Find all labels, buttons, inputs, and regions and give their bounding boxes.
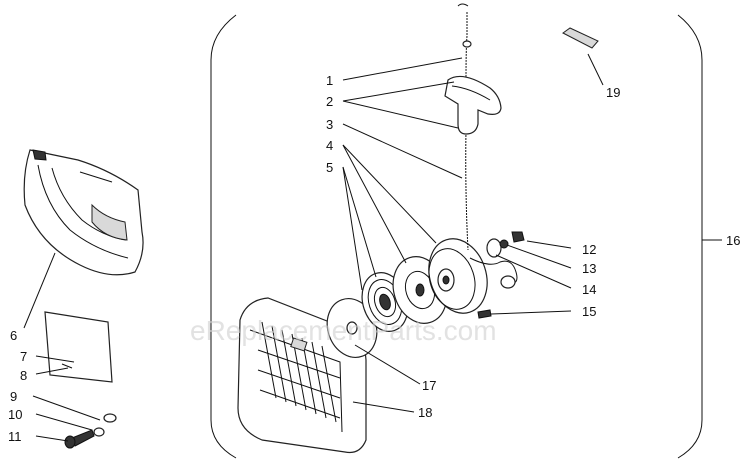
left-assembly-bracket [210,14,237,459]
callout-6: 6 [10,328,17,343]
part-blower-housing [23,149,144,276]
callout-4: 4 [326,138,333,153]
callout-13: 13 [582,261,596,276]
callout-14: 14 [582,282,596,297]
callout-12: 12 [582,242,596,257]
callout-5: 5 [326,160,333,175]
callout-16: 16 [726,233,740,248]
part-washers-and-screw [64,413,117,449]
right-assembly-bracket [677,14,703,459]
callout-18: 18 [418,405,432,420]
callout-11: 11 [8,429,22,444]
part-tag [562,27,599,49]
callout-19: 19 [606,85,620,100]
part-nut-and-washers [486,231,525,258]
callout-1: 1 [326,73,333,88]
callout-7: 7 [20,349,27,364]
callout-labels: 1 2 3 4 5 6 7 8 9 10 11 12 13 14 15 16 1… [8,73,740,444]
callout-10: 10 [8,407,22,422]
callout-9: 9 [10,389,17,404]
callout-17: 17 [422,378,436,393]
part-rope-pulley [428,238,518,314]
leader-lines [23,53,722,442]
watermark: eReplacementParts.com [190,315,497,346]
callout-15: 15 [582,304,596,319]
part-small-screw [477,309,492,319]
part-starter-handle [444,75,502,135]
callout-2: 2 [326,94,333,109]
callout-8: 8 [20,368,27,383]
part-plate [44,311,113,383]
callout-3: 3 [326,117,333,132]
